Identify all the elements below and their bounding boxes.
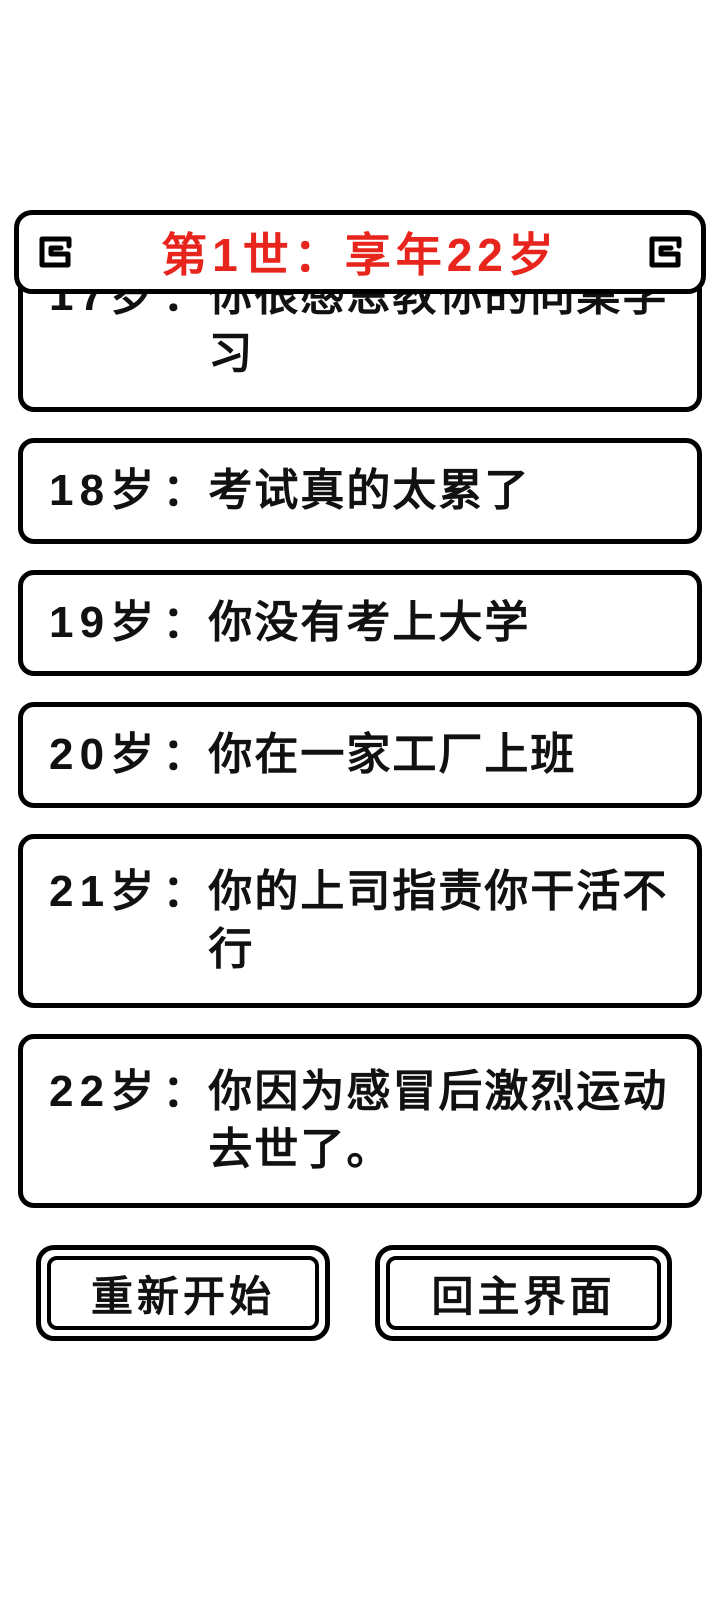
- event-age: 21岁: [49, 867, 161, 916]
- event-text: 考试真的太累了: [208, 466, 531, 515]
- event-item: 19岁：你没有考上大学: [18, 570, 702, 676]
- event-colon: ：: [162, 598, 207, 647]
- event-colon: ：: [162, 867, 207, 916]
- event-item: 21岁：你的上司指责你干活不行: [18, 834, 702, 1008]
- event-text: 你在一家工厂上班: [208, 730, 577, 779]
- life-title-bar: 第1世：享年22岁: [14, 210, 706, 294]
- event-text: 你因为感冒后激烈运动去世了。: [208, 1067, 669, 1174]
- greek-key-icon: [35, 232, 75, 272]
- back-to-main-button[interactable]: 回主界面: [375, 1245, 672, 1341]
- event-age: 22岁: [49, 1067, 161, 1116]
- event-age: 20岁: [49, 730, 161, 779]
- event-item: 18岁：考试真的太累了: [18, 438, 702, 544]
- event-text: 你的上司指责你干活不行: [208, 867, 669, 974]
- restart-button-label: 重新开始: [47, 1256, 319, 1330]
- restart-button[interactable]: 重新开始: [36, 1245, 330, 1341]
- event-colon: ：: [162, 730, 207, 779]
- event-item: 22岁：你因为感冒后激烈运动去世了。: [18, 1034, 702, 1208]
- event-item: 20岁：你在一家工厂上班: [18, 702, 702, 808]
- back-to-main-button-label: 回主界面: [386, 1256, 661, 1330]
- event-colon: ：: [162, 1067, 207, 1116]
- page-title: 第1世：享年22岁: [161, 229, 559, 281]
- event-age: 19岁: [49, 598, 161, 647]
- event-text: 你没有考上大学: [208, 598, 531, 647]
- event-age: 18岁: [49, 466, 161, 515]
- greek-key-icon: [645, 232, 685, 272]
- event-log-scroll[interactable]: 17岁：你很感恩教你的同桌学习 18岁：考试真的太累了 19岁：你没有考上大学 …: [18, 238, 702, 1234]
- event-colon: ：: [162, 466, 207, 515]
